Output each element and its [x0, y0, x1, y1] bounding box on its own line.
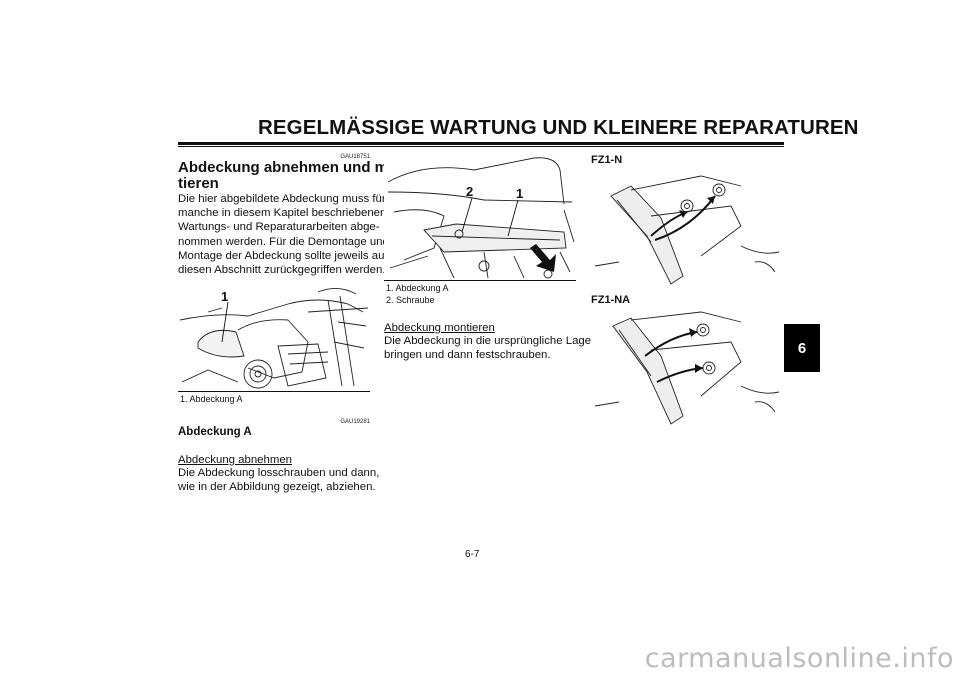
text-line: Die hier abgebildete Abdeckung muss für — [178, 193, 386, 205]
reference-code: GAU19281 — [340, 419, 370, 425]
page-number: 6-7 — [465, 549, 480, 560]
arrow-icon — [530, 244, 556, 272]
figure-caption: 1. Abdeckung A — [180, 394, 243, 404]
text-line: diesen Abschnitt zurückgegriffen werden. — [178, 264, 386, 277]
figure-label: 1 — [516, 186, 523, 201]
caption-line: 1. Abdeckung A — [386, 283, 449, 293]
text-line: manche in diesem Kapitel beschriebenen — [178, 207, 387, 220]
figure-label: 2 — [466, 184, 473, 199]
header-rule — [178, 142, 784, 145]
text-line: Montage der Abdeckung sollte jeweils auf — [178, 249, 388, 262]
caption-rule — [178, 391, 370, 392]
model-label: FZ1-N — [591, 154, 623, 166]
header-rule-thin — [178, 146, 784, 147]
section-heading-line: Abdeckung abnehmen und mon- — [178, 159, 412, 176]
fz1na-illustration — [591, 306, 783, 426]
model-label: FZ1-NA — [591, 294, 631, 306]
caption-line: 2. Schraube — [386, 295, 435, 305]
section-heading: Abdeckung abnehmen und mon- tieren — [178, 160, 411, 192]
install-title: Abdeckung montieren — [384, 322, 495, 334]
figure-label: 1 — [221, 289, 228, 304]
text-line: bringen und dann festschrauben. — [384, 349, 551, 362]
text-line: nommen werden. Für die Demontage und — [178, 235, 389, 248]
fz1n-illustration — [591, 166, 783, 286]
watermark-text: carmanualsonline.info — [644, 643, 954, 674]
chapter-tab[interactable]: 6 — [784, 324, 820, 372]
text-line: wie in der Abbildung gezeigt, abziehen. — [178, 481, 376, 494]
section-heading-line: tieren — [178, 175, 219, 192]
page-header-title: REGELMÄSSIGE WARTUNG UND KLEINERE REPARA… — [258, 116, 859, 139]
cover-removal-illustration: 2 1 — [384, 152, 576, 280]
remove-paragraph: Die Abdeckung losschrauben und dann, wie… — [178, 466, 379, 494]
text-line: Wartungs- und Reparaturarbeiten abge- — [178, 221, 380, 234]
text-line: Die Abdeckung in die ursprüngliche Lage — [384, 335, 592, 347]
reference-code: GAU18751 — [340, 154, 370, 160]
motorcycle-illustration: 1 — [178, 282, 370, 390]
figure-caption: 1. Abdeckung A 2. Schraube — [386, 282, 449, 306]
intro-paragraph: Die hier abgebildete Abdeckung muss für … — [178, 192, 389, 277]
subsection-heading: Abdeckung A — [178, 426, 252, 438]
caption-rule — [384, 280, 576, 281]
remove-title: Abdeckung abnehmen — [178, 454, 292, 466]
text-line: Die Abdeckung losschrauben und dann, — [178, 467, 380, 479]
install-paragraph: Die Abdeckung in die ursprüngliche Lage … — [384, 334, 591, 362]
